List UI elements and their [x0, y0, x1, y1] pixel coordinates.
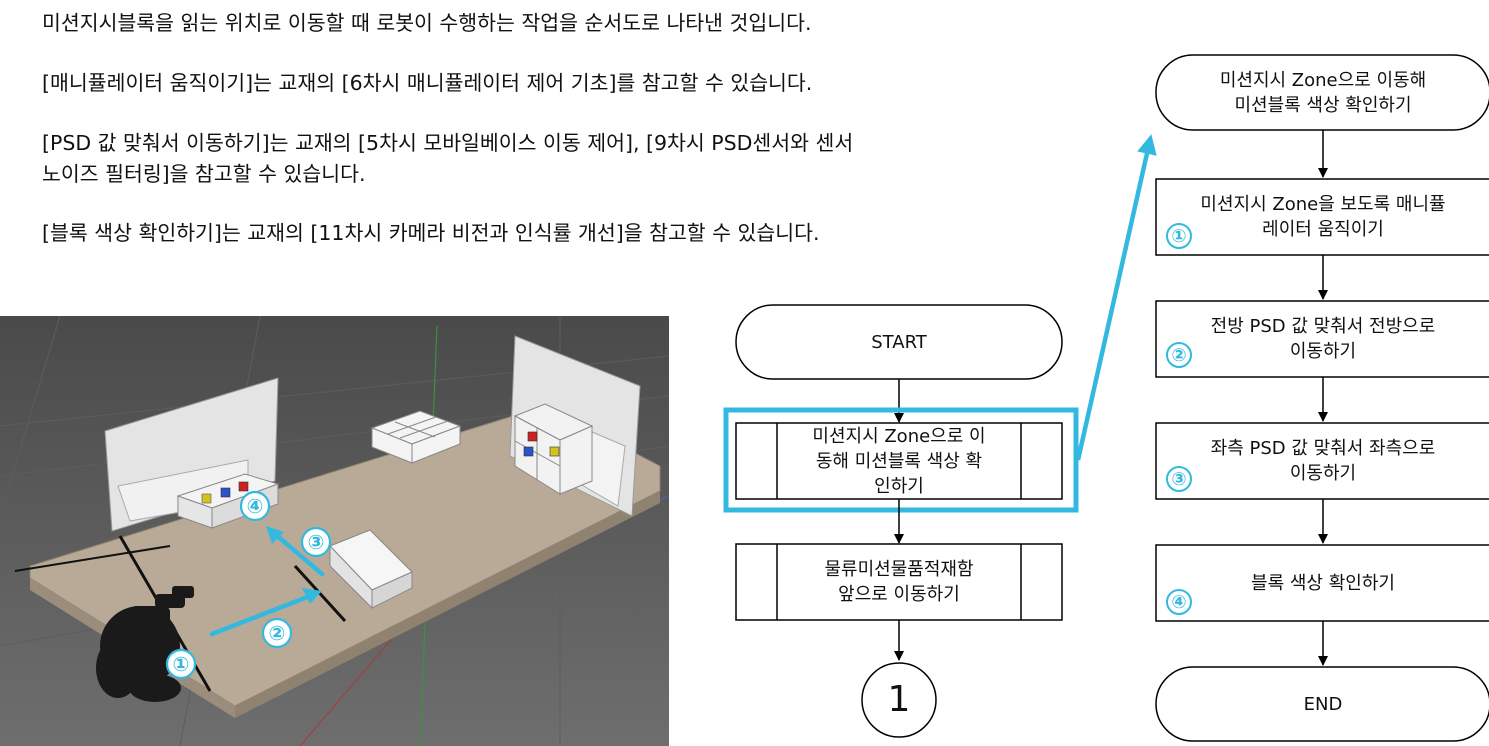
- red-block: [238, 481, 249, 492]
- simulation-scene-image: ① ② ③ ④: [0, 316, 669, 746]
- yellow-block: [201, 493, 212, 504]
- step-2-number: ②: [1171, 344, 1187, 366]
- process-1-label: 미션지시 Zone으로 이 동해 미션블록 색상 확 인하기: [812, 425, 986, 497]
- instruction-paragraph-1: 미션지시블록을 읽는 위치로 이동할 때 로봇이 수행하는 작업을 순서도로 나…: [42, 11, 812, 35]
- process-box-2: [735, 543, 1063, 621]
- subflow-start-label: 미션지시 Zone으로 이동해 미션블록 색상 확인하기: [1219, 69, 1427, 116]
- scene-marker-3: ③: [308, 530, 325, 554]
- step-box-2: [1155, 300, 1489, 378]
- step-3-label: 좌측 PSD 값 맞춰서 좌측으로 이동하기: [1210, 438, 1436, 484]
- start-label: START: [871, 331, 927, 353]
- step-1-label: 미션지시 Zone을 보도록 매니퓰 레이터 움직이기: [1200, 194, 1446, 240]
- step-box-4: [1155, 544, 1489, 622]
- simulation-scene-drawing: ① ② ③ ④: [0, 316, 669, 746]
- connector-label: 1: [887, 679, 911, 720]
- connector-circle: [861, 662, 937, 738]
- step-box-3: [1155, 422, 1489, 500]
- step-3-number: ③: [1171, 468, 1187, 490]
- step-1-number: ①: [1171, 225, 1187, 247]
- end-terminal: [1155, 666, 1489, 742]
- step-2-label: 전방 PSD 값 맞춰서 전방으로 이동하기: [1210, 316, 1436, 362]
- step-4-number: ④: [1171, 591, 1187, 613]
- step-4-label: 블록 색상 확인하기: [1251, 572, 1395, 594]
- process-box-1: [735, 422, 1063, 500]
- path-arrows: [209, 531, 325, 637]
- instruction-paragraph-2: [매니퓰레이터 움직이기]는 교재의 [6차시 매니퓰레이터 제어 기초]를 참…: [42, 71, 813, 95]
- scene-marker-1: ①: [173, 652, 190, 676]
- process-2-label: 물류미션물품적재함 앞으로 이동하기: [824, 559, 974, 605]
- scene-marker-2: ②: [269, 621, 286, 645]
- scene-marker-4: ④: [247, 494, 264, 518]
- robot: [96, 586, 194, 702]
- storage-boxes: [370, 410, 462, 464]
- instruction-paragraph-4: [블록 색상 확인하기]는 교재의 [11차시 카메라 비전과 인식률 개선]을…: [42, 221, 820, 245]
- link-arrow: [1075, 134, 1157, 461]
- right-shelf: [513, 403, 594, 495]
- blue-block: [220, 487, 231, 498]
- end-label: END: [1303, 693, 1343, 715]
- instruction-paragraph-3: [PSD 값 맞춰서 이동하기]는 교재의 [5차시 모바일베이스 이동 제어]…: [42, 131, 854, 186]
- highlight-frame: [723, 407, 1079, 513]
